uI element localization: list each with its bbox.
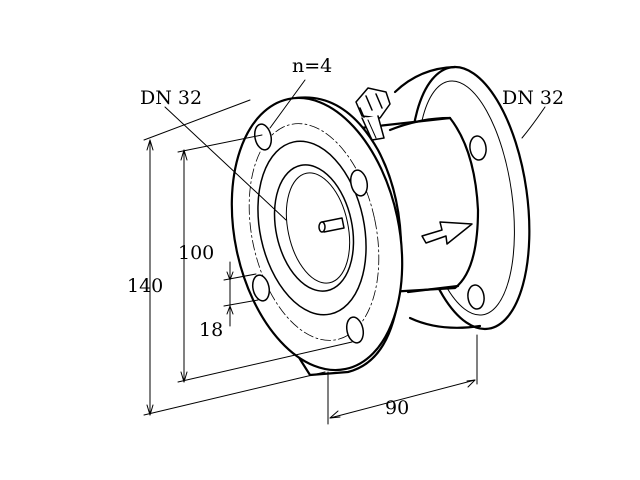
- bolt-count-label: n=4: [292, 55, 332, 77]
- flange-diameter-label: 140: [127, 275, 163, 297]
- leaders: [164, 79, 546, 221]
- rear-bolt-hole: [467, 284, 485, 310]
- signal-connector: [355, 87, 391, 141]
- dimension-140: [143, 99, 326, 416]
- outlet-size-label: DN 32: [502, 87, 564, 109]
- bolt-circle-label: 100: [178, 242, 214, 264]
- bolt-hole: [251, 274, 271, 302]
- dimension-90: [327, 334, 478, 425]
- dimension-18: [223, 261, 259, 327]
- bolt-hole: [253, 123, 273, 151]
- bolt-hole: [349, 169, 369, 197]
- dimension-100: [177, 134, 353, 383]
- front-flange: [230, 96, 404, 377]
- bolt-hole: [345, 316, 365, 344]
- bolt-hole-label: 18: [199, 319, 223, 341]
- length-label: 90: [385, 397, 409, 419]
- inlet-size-label: DN 32: [140, 87, 202, 109]
- flow-direction-arrow-icon: [421, 221, 473, 245]
- rear-bolt-hole: [469, 135, 487, 161]
